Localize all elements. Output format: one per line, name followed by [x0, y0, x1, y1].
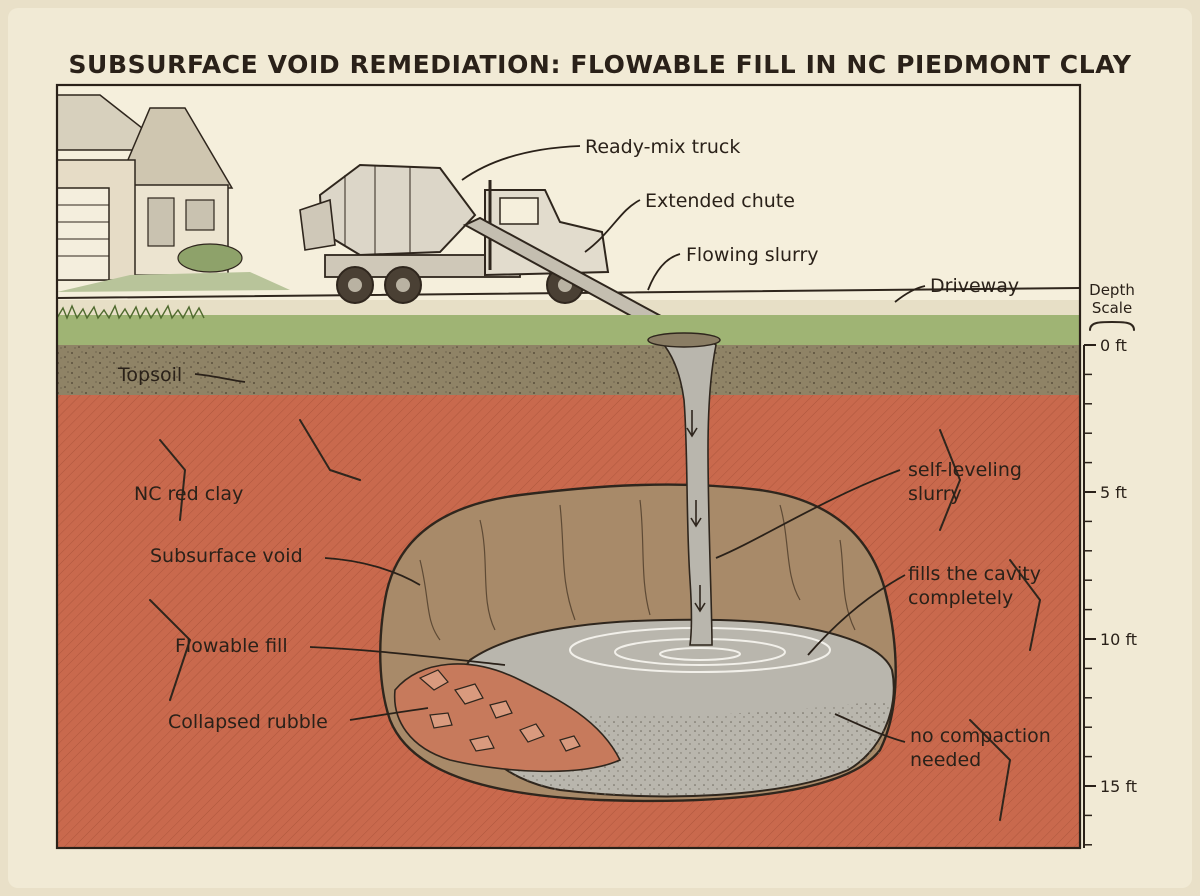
- diagram-title: SUBSURFACE VOID REMEDIATION: FLOWABLE FI…: [68, 50, 1131, 79]
- label-ready-mix-truck: Ready-mix truck: [585, 136, 740, 158]
- label-extended-chute: Extended chute: [645, 190, 795, 212]
- label-nc-red-clay: NC red clay: [134, 483, 243, 505]
- label-no-compaction-line-1: no compaction: [910, 725, 1051, 747]
- label-flowing-slurry: Flowing slurry: [686, 244, 819, 266]
- access-hole: [648, 333, 720, 347]
- label-no-compaction-line-2: needed: [910, 749, 981, 771]
- depth-scale-title-line-2: Scale: [1092, 299, 1132, 317]
- grass-strip: [57, 315, 1080, 347]
- label-collapsed-rubble: Collapsed rubble: [168, 711, 328, 733]
- depth-tick-label: 0 ft: [1100, 336, 1127, 355]
- depth-tick-label: 5 ft: [1100, 483, 1127, 502]
- label-subsurface-void: Subsurface void: [150, 545, 303, 567]
- label-fills-cavity-line-1: fills the cavity: [908, 563, 1041, 585]
- depth-scale-title-line-1: Depth: [1089, 281, 1135, 299]
- label-driveway: Driveway: [930, 275, 1019, 297]
- label-self-leveling-line-1: self-leveling: [908, 459, 1022, 481]
- depth-tick-label: 10 ft: [1100, 630, 1137, 649]
- label-topsoil: Topsoil: [117, 364, 182, 386]
- depth-tick-label: 15 ft: [1100, 777, 1137, 796]
- label-flowable-fill: Flowable fill: [175, 635, 288, 657]
- topsoil-texture: [57, 345, 1080, 397]
- label-self-leveling-line-2: slurry: [908, 483, 962, 505]
- label-fills-cavity-line-2: completely: [908, 587, 1013, 609]
